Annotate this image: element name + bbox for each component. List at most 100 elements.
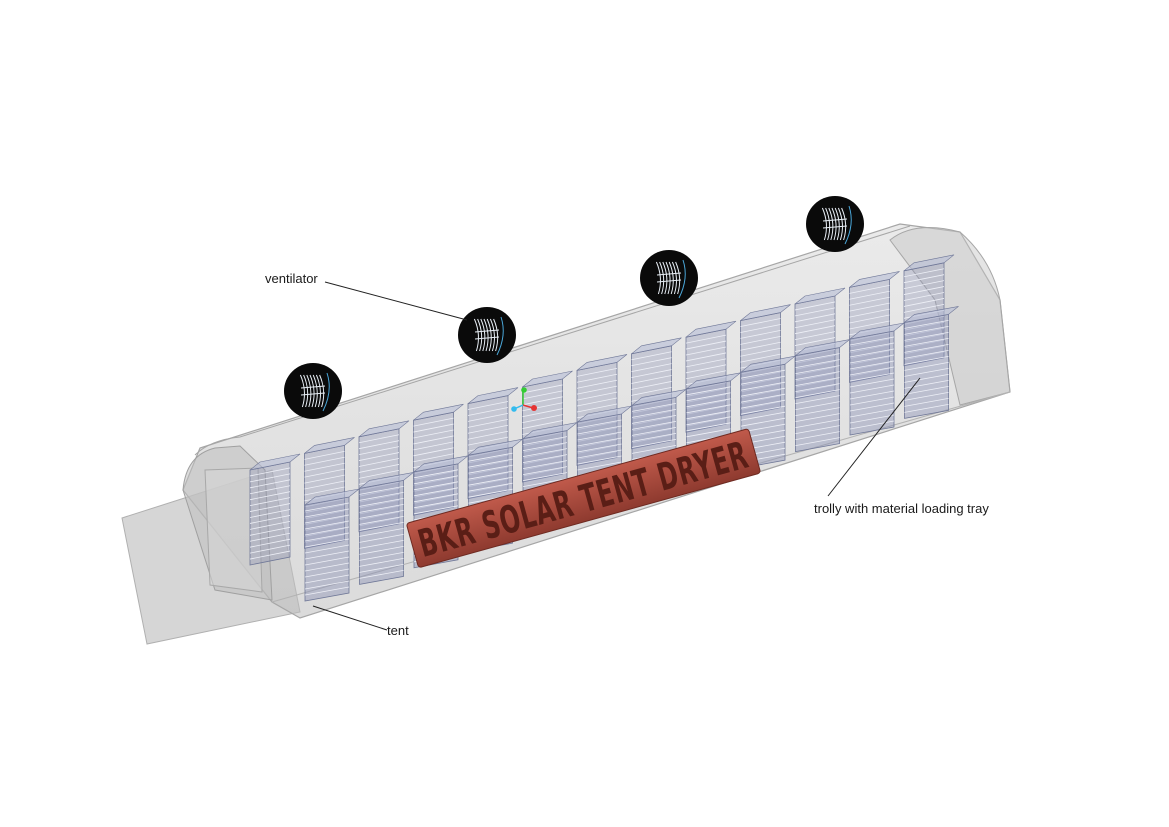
tray-shelf (686, 416, 731, 426)
tray-shelf (849, 344, 890, 354)
trolly-leader-line (827, 377, 921, 497)
tray-shelf (304, 522, 345, 531)
tray-shelf (849, 402, 895, 412)
tray-shelf (576, 391, 618, 401)
tray-shelf (903, 351, 945, 361)
trolley-rack (304, 488, 360, 602)
fan-icon (640, 250, 698, 306)
tray-shelf (467, 413, 509, 422)
tray-shelf (685, 334, 727, 344)
tray-shelf (522, 455, 563, 465)
tray-shelf (849, 360, 895, 370)
tray-shelf (576, 385, 618, 395)
tray-shelf (795, 365, 840, 374)
tray-shelf (631, 351, 672, 361)
tray-shelf (467, 478, 509, 488)
tray-shelf (522, 436, 568, 445)
tray-shelf (740, 393, 786, 403)
tray-shelf (522, 460, 568, 469)
fan-blade (306, 374, 312, 408)
tray-shelf (359, 534, 404, 543)
tray-shelf (522, 408, 563, 418)
tray-shelf (794, 337, 836, 346)
tray-shelf (358, 458, 400, 467)
tray-shelf (631, 422, 672, 432)
tray-shelf (849, 408, 895, 418)
fan-blade (662, 261, 668, 295)
tray-shelf (631, 386, 672, 396)
tray-shelf (849, 314, 890, 324)
axis-y-handle (521, 387, 527, 393)
tray-shelf (304, 568, 350, 578)
tray-shelf (904, 338, 949, 347)
tray-shelf (631, 427, 677, 436)
tray-shelf (359, 552, 404, 561)
tray-shelf (849, 290, 890, 300)
fan-blade (668, 261, 674, 295)
tray-shelf (249, 473, 291, 483)
ventilators (284, 196, 864, 419)
tray-shelf (794, 366, 836, 376)
tray-shelf (631, 439, 677, 448)
tray-shelf (576, 451, 618, 460)
tray-shelf (740, 371, 781, 381)
tray-shelf (686, 428, 731, 438)
tray-shelf (794, 372, 836, 382)
fan-blade (837, 207, 843, 241)
tray-shelf (304, 562, 350, 572)
tray-shelf (413, 453, 454, 463)
tray-shelf (686, 398, 731, 408)
tray-shelf (304, 580, 350, 590)
tray-shelf (468, 464, 513, 474)
tray-shelf (686, 386, 731, 396)
fan-icon (806, 196, 864, 252)
tray-shelf (631, 363, 672, 373)
tray-shelf (740, 387, 786, 397)
tray-shelf (740, 405, 786, 415)
tray-shelf (576, 427, 618, 437)
tray-shelf (794, 354, 836, 364)
tray-shelf (413, 488, 454, 498)
tray-shelf (467, 407, 509, 416)
tray-shelf (685, 388, 727, 397)
tray-shelf (522, 384, 563, 394)
tray-shelf (358, 481, 400, 491)
tray-shelf (359, 570, 404, 579)
tray-shelf (249, 538, 291, 548)
tent-label: tent (387, 623, 409, 638)
tray-shelf (577, 449, 622, 459)
tray-shelf (249, 550, 291, 560)
tray-shelf (468, 458, 513, 468)
tray-shelf (740, 377, 781, 387)
fan-blade (312, 374, 318, 408)
tray-shelf (249, 485, 291, 495)
tray-shelf (522, 461, 563, 471)
tray-shelf (795, 401, 840, 410)
tray-shelf (740, 369, 786, 379)
fan-blade (319, 374, 325, 408)
fan-blade (483, 318, 489, 352)
tray-shelf (359, 558, 404, 567)
tray-shelf (359, 486, 404, 495)
tray-shelf (685, 364, 727, 374)
tray-shelf (849, 384, 895, 394)
tray-shelf (358, 517, 400, 527)
tray-shelf (304, 550, 350, 560)
fan-blade (831, 207, 837, 241)
tray-shelf (359, 504, 404, 513)
tray-shelf (413, 469, 459, 479)
tray-shelf (740, 324, 781, 333)
tray-shelf (903, 298, 945, 307)
tray-shelf (740, 381, 786, 391)
tray-shelf (413, 429, 454, 439)
fan-blade (655, 261, 661, 295)
tray-shelf (304, 556, 350, 566)
callout-lines (312, 281, 921, 631)
tray-shelf (740, 401, 781, 411)
tray-shelf (904, 380, 949, 389)
tray-shelf (685, 346, 727, 356)
tray-shelf (576, 445, 618, 454)
tray-shelf (522, 466, 568, 475)
tray-shelf (849, 396, 895, 406)
tray-shelf (249, 544, 291, 554)
